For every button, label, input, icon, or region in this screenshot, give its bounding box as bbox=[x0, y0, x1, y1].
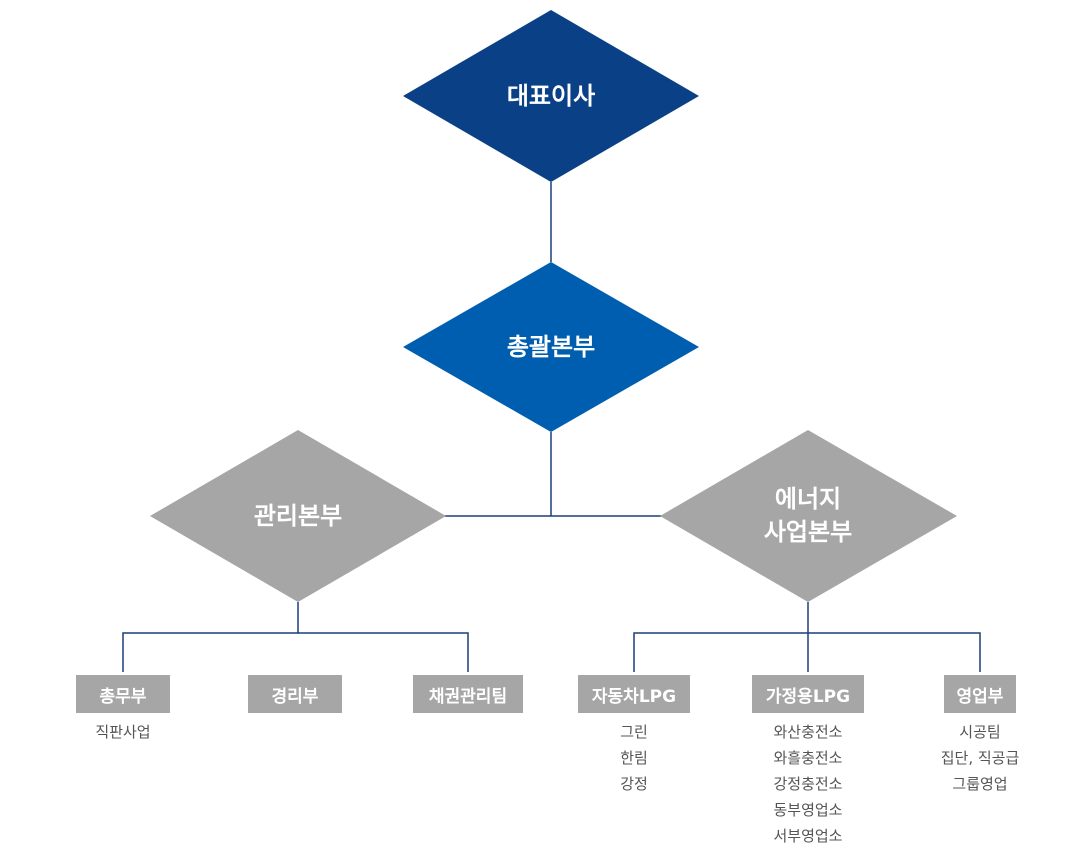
sub-item: 와산충전소 bbox=[773, 723, 843, 741]
energy-label-line1: 에너지 bbox=[775, 485, 841, 513]
sales-sub-list: 시공팀 집단, 직공급 그룹영업 bbox=[910, 719, 1050, 797]
dept-home-lpg-box: 가정용LPG bbox=[752, 675, 864, 713]
sub-item: 집단, 직공급 bbox=[940, 749, 1020, 767]
auto-lpg-sub-list: 그린 한림 강정 bbox=[574, 719, 694, 797]
mgmt-label: 관리본부 bbox=[254, 502, 342, 530]
dept-sales-box: 영업부 bbox=[944, 675, 1016, 713]
connector-lines bbox=[122, 182, 981, 672]
energy-diamond bbox=[660, 430, 957, 602]
ceo-label: 대표이사 bbox=[507, 82, 595, 110]
dept-accounting-box: 경리부 bbox=[248, 675, 342, 713]
energy-label-line2: 사업본부 bbox=[764, 518, 852, 546]
general-affairs-sub-list: 직판사업 bbox=[63, 719, 183, 745]
sub-item: 와흘충전소 bbox=[773, 749, 843, 767]
dept-general-affairs-box: 총무부 bbox=[76, 675, 170, 713]
hq-diamond bbox=[403, 262, 699, 432]
sub-item: 강정 bbox=[620, 775, 648, 793]
sub-item: 동부영업소 bbox=[773, 801, 843, 819]
sub-item: 그룹영업 bbox=[952, 775, 1008, 793]
ceo-diamond bbox=[403, 10, 699, 182]
energy-to-auto-lpg-line bbox=[633, 632, 808, 672]
home-lpg-sub-list: 와산충전소 와흘충전소 강정충전소 동부영업소 서부영업소 bbox=[743, 719, 873, 849]
sub-item: 시공팀 bbox=[959, 723, 1001, 741]
mgmt-diamond bbox=[150, 430, 446, 602]
sub-item: 강정충전소 bbox=[773, 775, 843, 793]
hq-label: 총괄본부 bbox=[507, 333, 595, 361]
sub-item: 한림 bbox=[620, 749, 648, 767]
dept-auto-lpg-box: 자동차LPG bbox=[578, 675, 690, 713]
sub-item: 직판사업 bbox=[95, 723, 151, 741]
mgmt-to-credit-line bbox=[298, 632, 469, 672]
sub-item: 그린 bbox=[620, 723, 648, 741]
sub-item: 서부영업소 bbox=[773, 827, 843, 845]
mgmt-to-general-affairs-line bbox=[122, 602, 299, 672]
energy-to-sales-line bbox=[808, 632, 981, 672]
dept-credit-box: 채권관리팀 bbox=[413, 675, 523, 713]
